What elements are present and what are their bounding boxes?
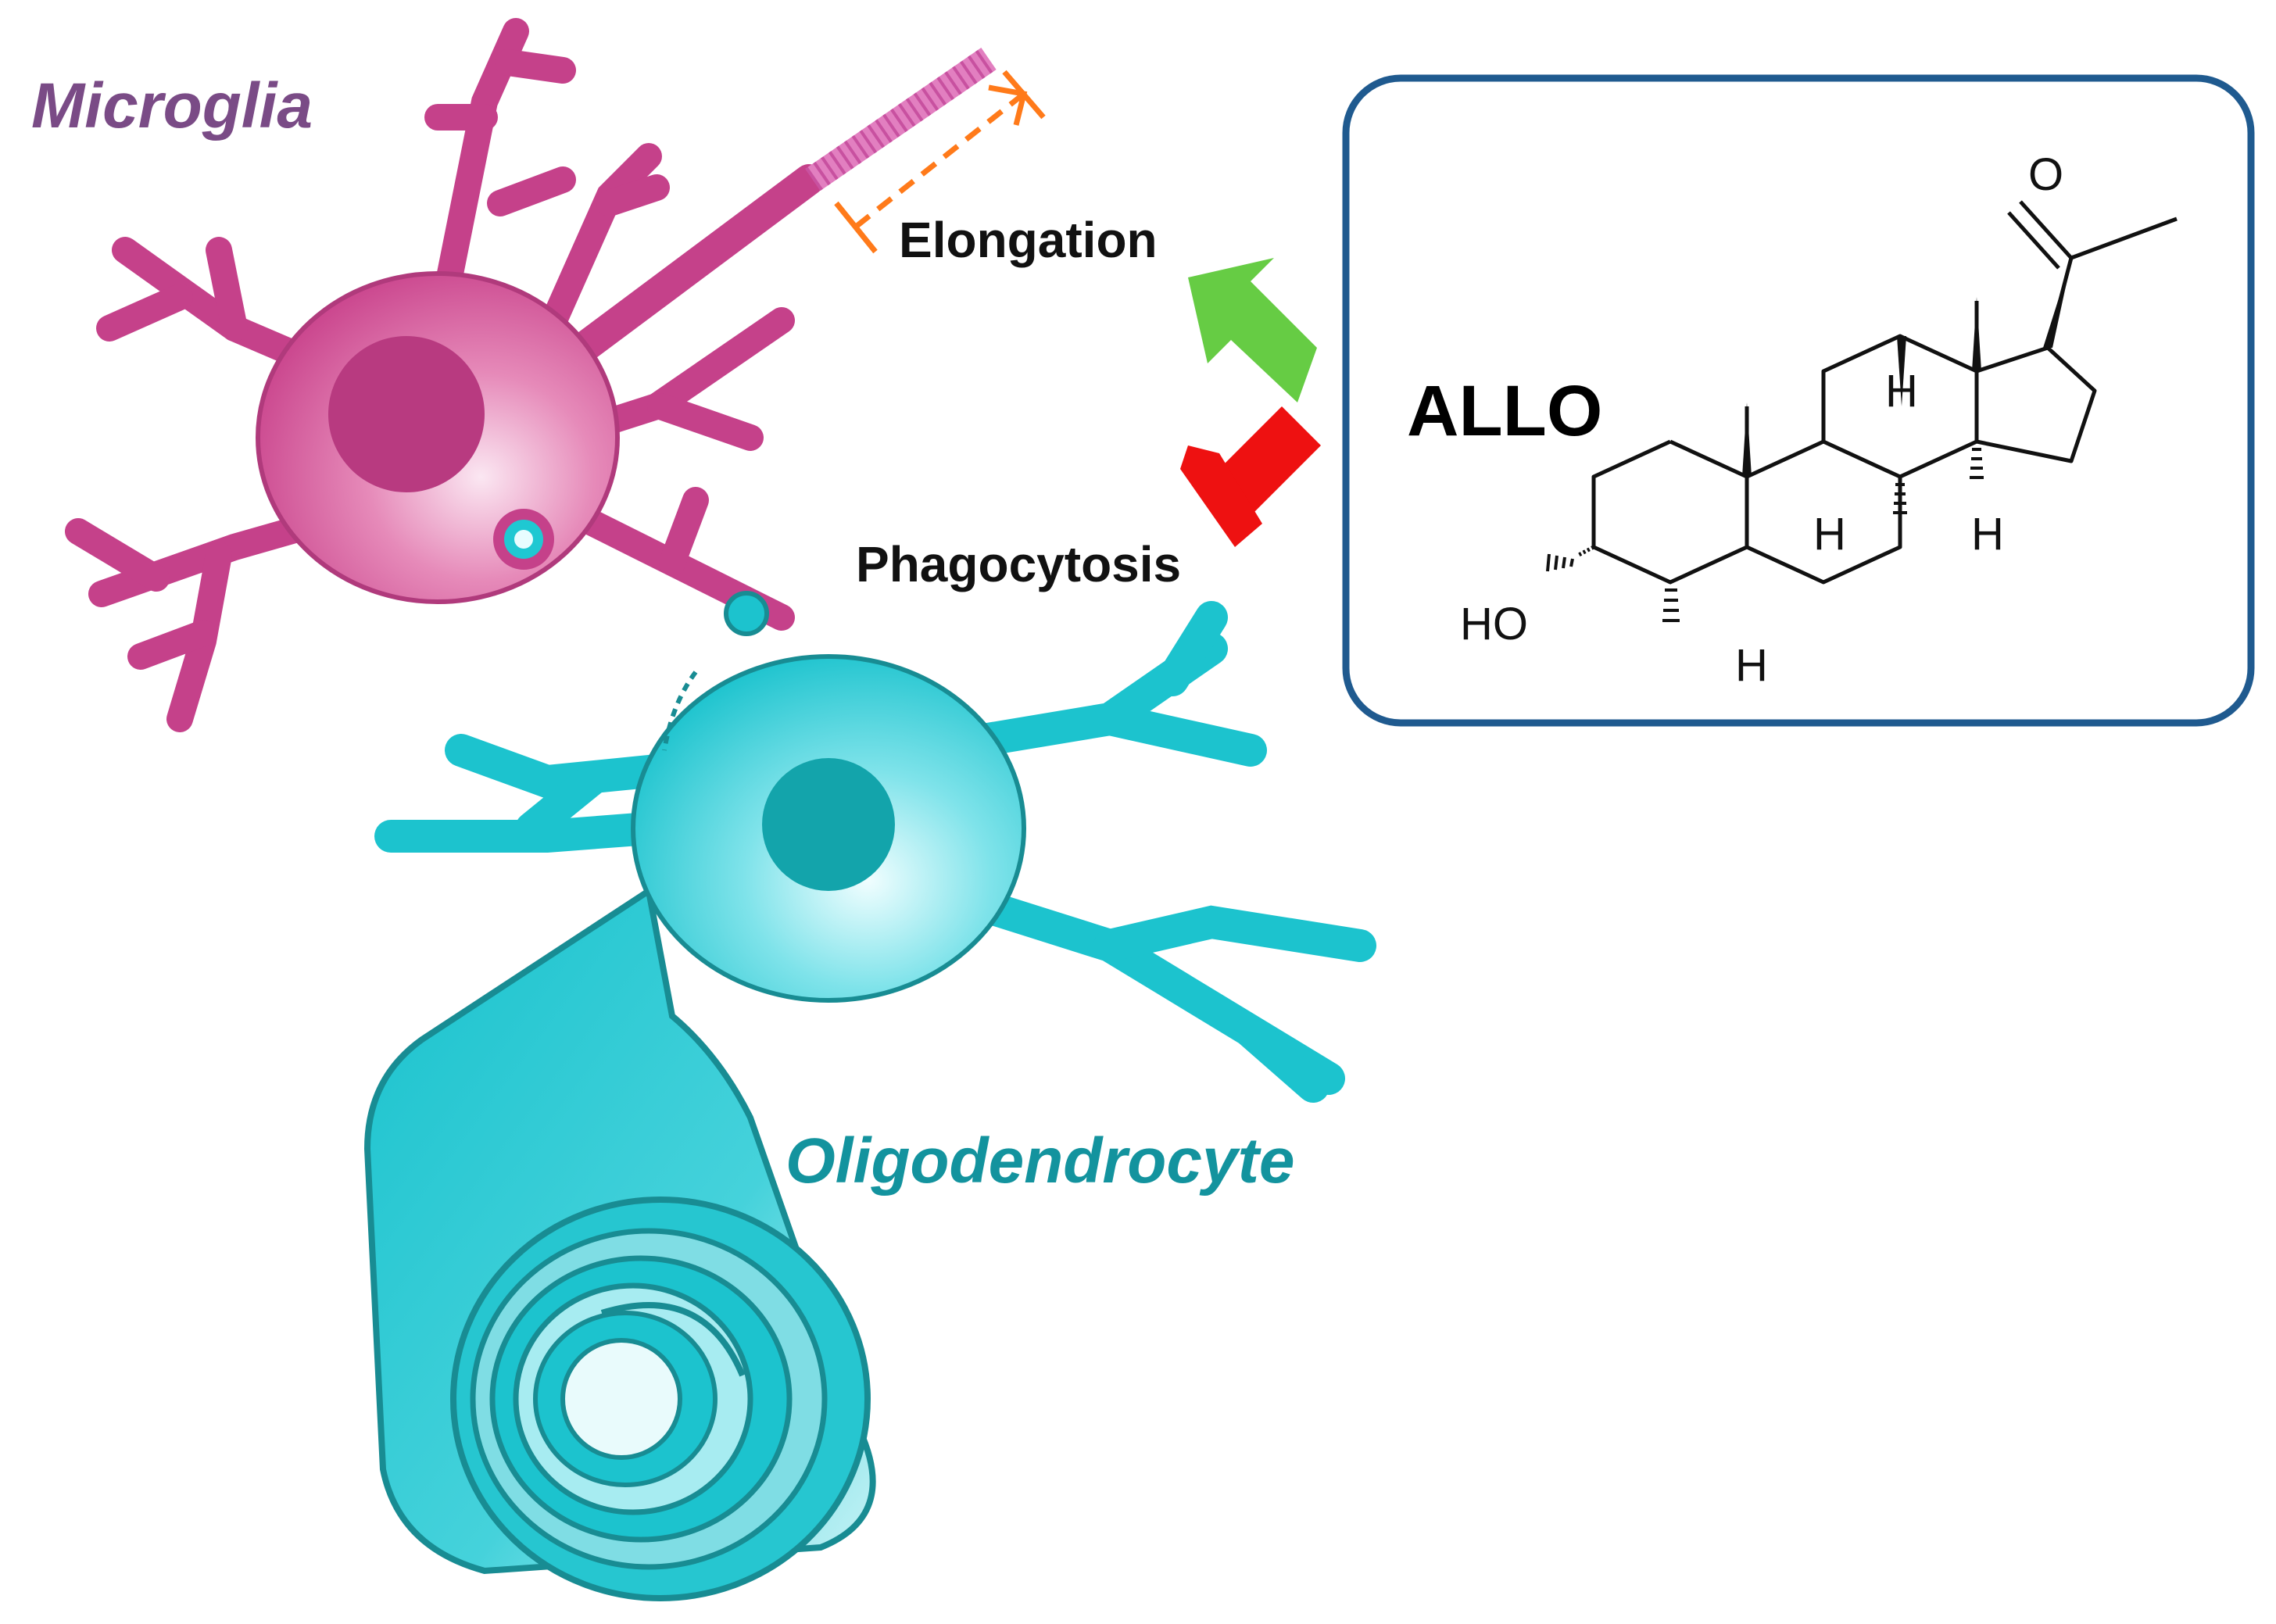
h-label-2: H <box>1813 509 1846 560</box>
stereo-bonds <box>1742 254 2073 477</box>
phagocytosis-label: Phagocytosis <box>856 536 1182 592</box>
red-inhibit-bar <box>1180 406 1321 547</box>
methyl-wedge-2 <box>1972 297 1981 371</box>
allo-label: ALLO <box>1407 371 1603 451</box>
phagosome-core <box>514 530 533 549</box>
oligodendrocyte-label: Oligodendrocyte <box>786 1125 1295 1197</box>
oligodendrocyte-nucleus <box>762 758 895 891</box>
oxygen-label: O <box>2028 149 2064 200</box>
contact-bump <box>724 591 769 636</box>
microglia-label: Microglia <box>31 70 313 141</box>
hash-bonds <box>1546 448 1984 622</box>
microglia-nucleus <box>328 336 485 492</box>
h-label-1: H <box>1885 366 1918 417</box>
dotted-extension-icon <box>805 48 997 191</box>
hydroxyl-label: HO <box>1460 599 1528 649</box>
h-label-3: H <box>1971 509 2004 560</box>
engulfment-outline <box>662 671 698 751</box>
h-label-4: H <box>1735 640 1768 691</box>
green-promote-arrow <box>1188 258 1317 402</box>
microglia-cell <box>65 18 825 732</box>
sidechain-wedge <box>2043 254 2073 348</box>
methyl-wedge-1 <box>1742 402 1752 477</box>
dashed-length-arrow-icon <box>834 70 1046 254</box>
h-wedge <box>1897 336 1906 406</box>
elongation-label: Elongation <box>899 212 1158 268</box>
oligodendrocyte-cell <box>363 591 1376 1601</box>
myelin-roll <box>450 1197 871 1601</box>
